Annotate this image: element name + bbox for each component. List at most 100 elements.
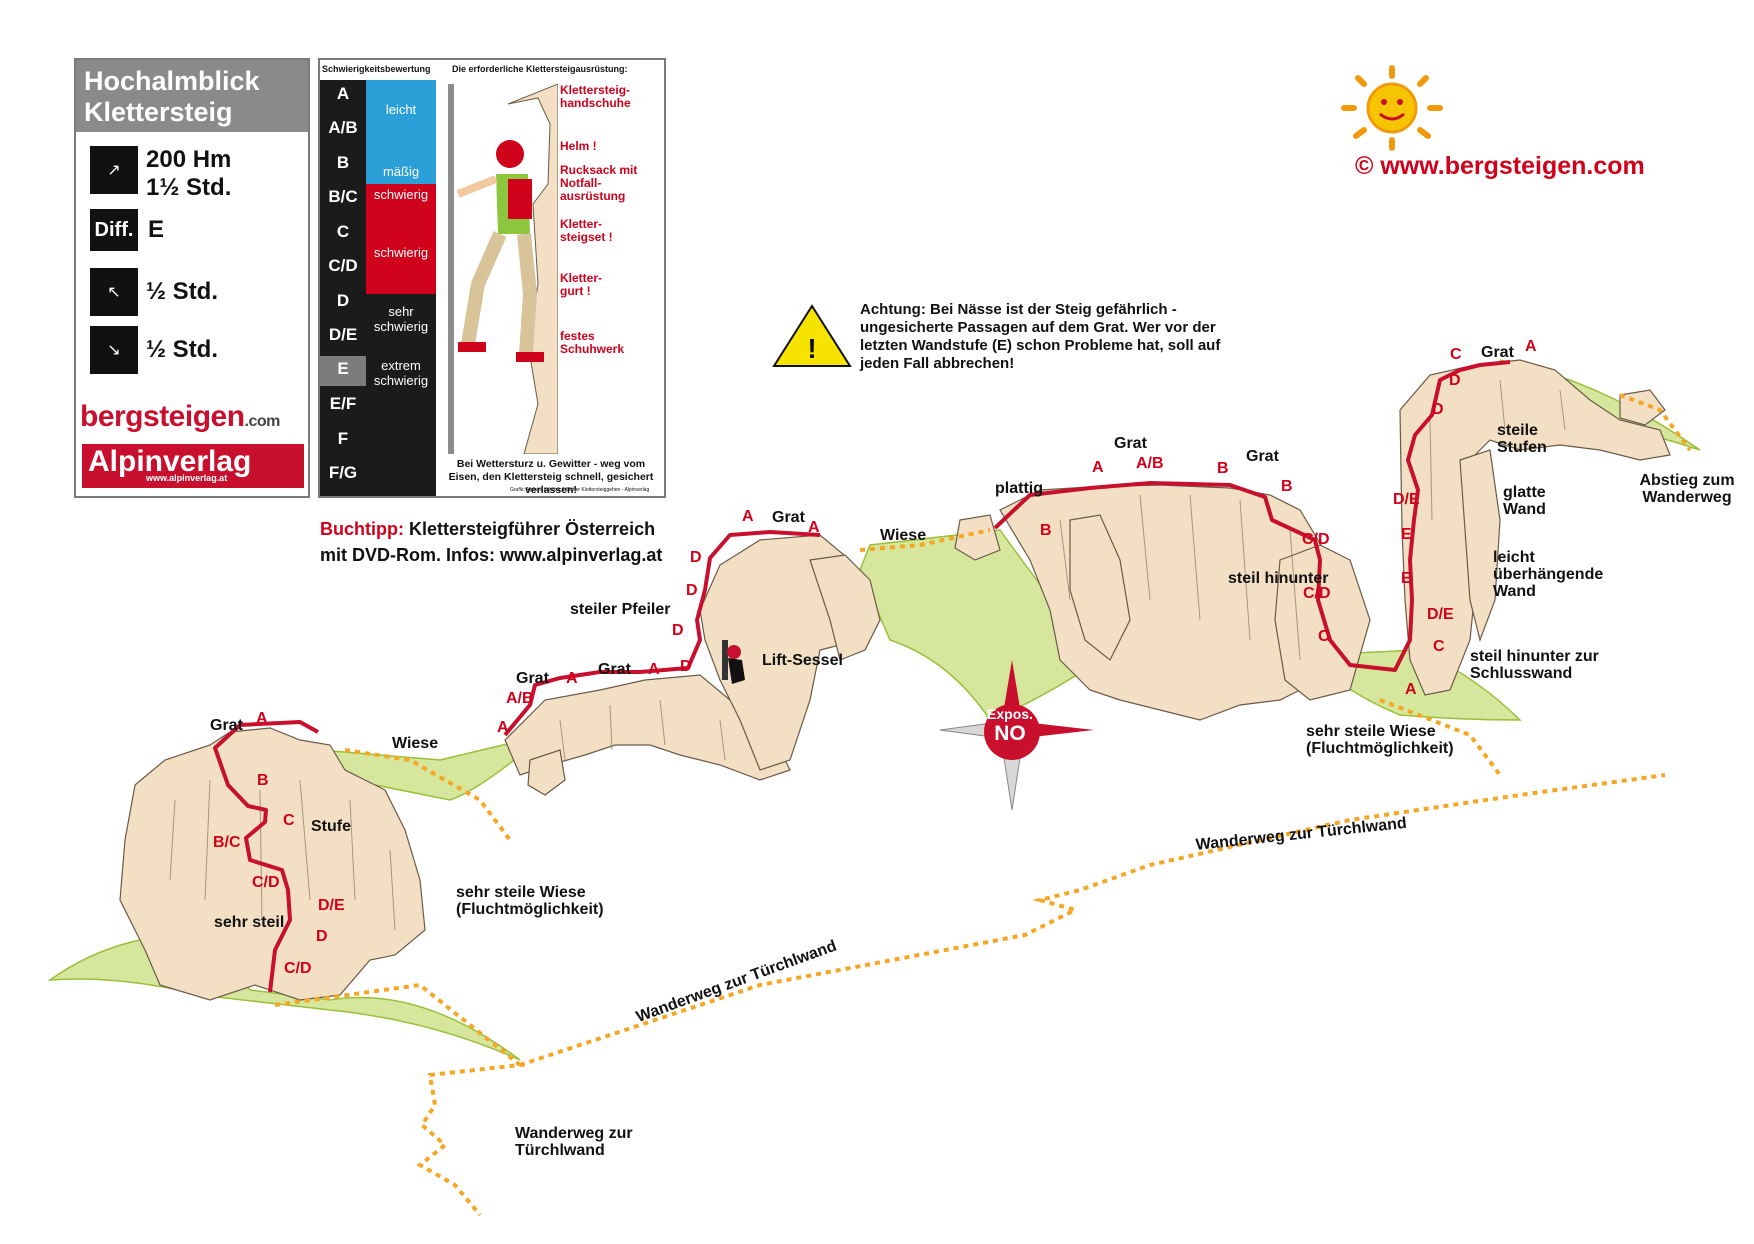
route-title-line1: Hochalmblick	[84, 66, 260, 96]
grade-marker: C/D	[252, 874, 280, 891]
grade-label: F/G	[328, 463, 358, 482]
grade-marker: D	[686, 582, 698, 599]
label-grat: Grat	[1481, 344, 1514, 361]
grade-label: D	[336, 291, 350, 310]
compass-direction: NO	[994, 722, 1026, 745]
grade-marker: A	[648, 661, 660, 678]
grade-label: C	[336, 222, 350, 241]
label-steile-wiese: sehr steile Wiese (Fluchtmöglichkeit)	[456, 884, 604, 918]
svg-text:!: !	[807, 333, 816, 364]
approach-icon: ↖	[90, 268, 138, 316]
grade-label: A/B	[328, 118, 358, 137]
grade-marker: B	[257, 772, 269, 789]
difficulty-equipment-panel: Schwierigkeitsbewertung Die erforderlich…	[318, 58, 666, 498]
equipment-header: Die erforderliche Klettersteigausrüstung…	[452, 64, 628, 74]
grade-marker: C	[283, 812, 295, 829]
label-steile-stufen: steile Stufen	[1497, 422, 1547, 456]
brand-name: bergsteigen	[80, 400, 245, 433]
label-wanderweg: Wanderweg zur Türchlwand	[515, 1125, 633, 1159]
label-steil-hinunter: steil hinunter	[1228, 570, 1329, 587]
alpinverlag-logo: Alpinverlag	[82, 444, 304, 488]
grade-label: A	[336, 84, 350, 103]
route-info-card: Hochalmblick Klettersteig ↗ 200 Hm 1½ St…	[74, 58, 310, 498]
level-schwierig-1: schwierig	[366, 184, 436, 220]
graphic-credit: Grafik: Alpines Lehrbuch Sicher Kletters…	[510, 487, 650, 493]
equipment-helmet: Helm !	[560, 139, 597, 153]
grade-marker: D	[672, 622, 684, 639]
grade-marker: A	[1092, 459, 1104, 476]
label-ueberhaengend: leicht überhängende Wand	[1493, 549, 1604, 600]
grade-marker: B/C	[213, 834, 241, 851]
grade-label: B	[336, 153, 350, 172]
compass-icon	[939, 660, 1094, 811]
climb-stats: 200 Hm 1½ Std.	[146, 146, 231, 202]
climbing-route	[213, 360, 1511, 993]
grade-marker: C/D	[284, 960, 312, 977]
level-schwierig-2: schwierig	[366, 220, 436, 294]
grade-marker: C/D	[1302, 531, 1330, 548]
grade-marker: A	[742, 508, 754, 525]
rock-formations	[119, 359, 1671, 1001]
grade-scale: A A/B B B/C C C/D D D/E E E/F F F/G	[320, 80, 366, 496]
route-title-line2: Klettersteig	[84, 97, 233, 127]
climb-time: 1½ Std.	[146, 174, 232, 201]
grade-marker: A	[1405, 681, 1417, 698]
grade-marker: E	[1401, 526, 1412, 543]
climbing-height-icon: ↗	[90, 146, 138, 194]
grade-marker: D/E	[1393, 491, 1420, 508]
height-meters: 200 Hm	[146, 146, 232, 173]
route-title: Hochalmblick Klettersteig	[76, 60, 308, 132]
difficulty-badge: Diff.	[90, 209, 138, 251]
rock-shading	[169, 379, 1566, 931]
grade-marker: C	[1450, 346, 1462, 363]
level-maessig: mäßig	[366, 160, 436, 184]
grade-marker: D/E	[318, 897, 345, 914]
grade-label: D/E	[328, 325, 358, 344]
book-tip: Buchtipp: Klettersteigführer Österreich …	[320, 516, 662, 568]
label-wiese: Wiese	[880, 527, 927, 544]
climber-illustration	[448, 84, 558, 454]
publisher-url: www.alpinverlag.at	[146, 473, 228, 483]
label-plattig: plattig	[995, 480, 1043, 497]
brand-suffix: .com	[244, 413, 281, 430]
equipment-shoes: festes Schuhwerk	[560, 329, 625, 356]
label-steiler-pfeiler: steiler Pfeiler	[570, 601, 671, 618]
grade-marker: D	[680, 658, 692, 675]
label-grat: Grat	[1246, 448, 1279, 465]
descent-time: ½ Std.	[146, 336, 219, 363]
copyright-url: © www.bergsteigen.com	[1355, 152, 1645, 180]
label-schlusswand: steil hinunter zur Schlusswand	[1470, 648, 1599, 682]
grade-label-current: E	[320, 356, 366, 386]
level-extrem-schwierig: extrem schwierig	[366, 344, 436, 496]
grade-marker: B	[1217, 460, 1229, 477]
grade-marker: C	[1433, 638, 1445, 655]
grade-marker: D	[690, 549, 702, 566]
book-tip-line2: mit DVD-Rom. Infos: www.alpinverlag.at	[320, 545, 663, 565]
book-tip-prefix: Buchtipp:	[320, 519, 404, 539]
grade-marker: A	[566, 670, 578, 687]
label-abstieg: Abstieg zum Wanderweg	[1639, 472, 1735, 506]
grade-label: E/F	[329, 394, 357, 413]
equipment-backpack: Rucksack mit Notfall-ausrüstung	[560, 163, 638, 203]
grade-marker: B	[1040, 522, 1052, 539]
approach-time: ½ Std.	[146, 278, 219, 305]
label-grat: Grat	[772, 509, 805, 526]
grade-marker: B	[1281, 478, 1293, 495]
bergsteigen-logo: bergsteigen.com	[80, 400, 280, 434]
sun-logo-icon	[1341, 65, 1443, 151]
grade-label: C/D	[328, 256, 358, 275]
label-wiese: Wiese	[392, 735, 439, 752]
grade-marker: A	[497, 719, 509, 736]
label-grat: Grat	[210, 717, 243, 734]
grade-label: F	[337, 429, 349, 448]
warning-text: Achtung: Bei Nässe ist der Steig gefährl…	[860, 301, 1221, 372]
label-lift-sessel: Lift-Sessel	[762, 652, 843, 669]
book-tip-line1: Klettersteigführer Österreich	[409, 519, 656, 539]
label-glatte-wand: glatte Wand	[1503, 484, 1546, 518]
descent-icon: ↘	[90, 326, 138, 374]
label-grat: Grat	[1114, 435, 1147, 452]
equipment-harness: Kletter-gurt !	[560, 271, 603, 298]
grade-marker: A	[1525, 338, 1537, 355]
grade-marker: A	[256, 710, 268, 727]
